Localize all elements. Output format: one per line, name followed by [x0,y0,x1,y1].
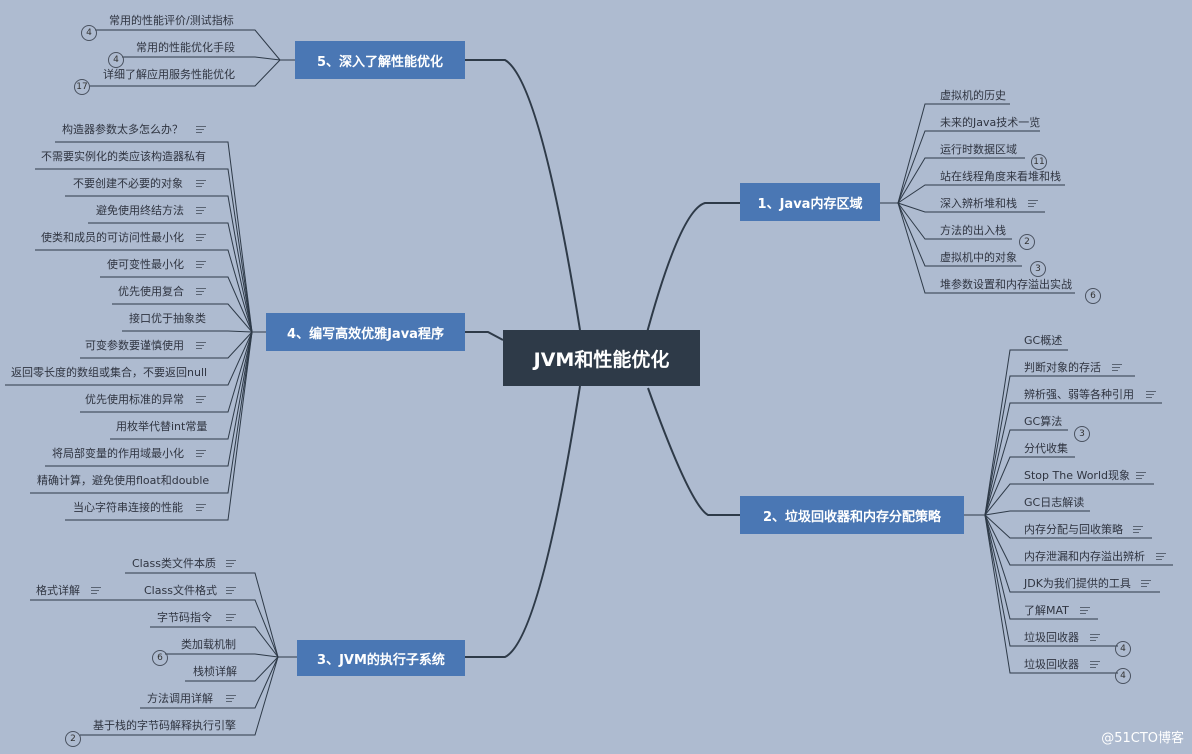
b2-item[interactable]: GC日志解读 [1024,496,1085,509]
b3-item[interactable]: Class类文件本质 [132,557,216,570]
b3-subitem[interactable]: 格式详解 [36,584,80,597]
b4-item[interactable]: 不需要实例化的类应该构造器私有 [41,150,206,163]
b4-item[interactable]: 精确计算，避免使用float和double [37,474,210,487]
b2-item[interactable]: 垃圾回收器 [1024,658,1079,671]
watermark: @51CTO博客 [1101,731,1184,746]
b4-item[interactable]: 返回零长度的数组或集合，不要返回null [11,366,208,379]
note-icon[interactable] [1133,526,1143,534]
note-icon[interactable] [1112,364,1122,372]
b4-item[interactable]: 避免使用终结方法 [96,204,184,217]
note-icon[interactable] [1156,553,1166,561]
b5-item[interactable]: 常用的性能优化手段 [136,41,235,54]
count-badge[interactable]: 3 [1030,261,1046,277]
note-icon[interactable] [196,504,206,512]
central-topic[interactable]: JVM和性能优化 [503,330,700,386]
b2-item[interactable]: 分代收集 [1024,442,1068,455]
note-icon[interactable] [196,396,206,404]
b2-item[interactable]: JDK为我们提供的工具 [1024,577,1131,590]
b3-item[interactable]: 类加载机制 [181,638,236,651]
note-icon[interactable] [91,587,101,595]
b4-item[interactable]: 当心字符串连接的性能 [73,501,183,514]
note-icon[interactable] [1080,607,1090,615]
note-icon[interactable] [196,261,206,269]
note-icon[interactable] [226,614,236,622]
b3-item[interactable]: 基于栈的字节码解释执行引擎 [93,719,236,732]
b1-item[interactable]: 虚拟机的历史 [940,89,1006,102]
branch-3-topic[interactable]: 3、JVM的执行子系统 [297,640,465,676]
b2-item[interactable]: GC概述 [1024,334,1063,347]
count-badge[interactable]: 4 [81,25,97,41]
b3-item[interactable]: 方法调用详解 [147,692,213,705]
b4-item[interactable]: 使类和成员的可访问性最小化 [41,231,184,244]
b1-item[interactable]: 堆参数设置和内存溢出实战 [940,278,1072,291]
count-badge[interactable]: 17 [74,79,90,95]
count-badge[interactable]: 2 [65,731,81,747]
b1-item[interactable]: 未来的Java技术一览 [940,116,1041,129]
note-icon[interactable] [196,207,206,215]
b1-item[interactable]: 虚拟机中的对象 [940,251,1017,264]
b4-item[interactable]: 将局部变量的作用域最小化 [52,447,184,460]
b4-item[interactable]: 构造器参数太多怎么办？ [62,123,183,136]
b2-item[interactable]: 内存泄漏和内存溢出辨析 [1024,550,1145,563]
branch-5-topic[interactable]: 5、深入了解性能优化 [295,41,465,79]
count-badge[interactable]: 2 [1019,234,1035,250]
branch-4-topic[interactable]: 4、编写高效优雅Java程序 [266,313,465,351]
b4-item[interactable]: 用枚举代替int常量 [116,420,208,433]
note-icon[interactable] [1090,661,1100,669]
branch-2-topic[interactable]: 2、垃圾回收器和内存分配策略 [740,496,964,534]
note-icon[interactable] [1136,472,1146,480]
note-icon[interactable] [1028,200,1038,208]
note-icon[interactable] [1146,391,1156,399]
note-icon[interactable] [196,288,206,296]
note-icon[interactable] [196,234,206,242]
b2-item[interactable]: 判断对象的存活 [1024,361,1101,374]
count-badge[interactable]: 6 [152,650,168,666]
b2-item[interactable]: 垃圾回收器 [1024,631,1079,644]
b2-item[interactable]: GC算法 [1024,415,1063,428]
b1-item[interactable]: 方法的出入栈 [940,224,1006,237]
note-icon[interactable] [196,342,206,350]
b3-item[interactable]: 字节码指令 [157,611,212,624]
note-icon[interactable] [226,587,236,595]
b4-item[interactable]: 可变参数要谨慎使用 [85,339,184,352]
count-badge[interactable]: 6 [1085,288,1101,304]
note-icon[interactable] [1141,580,1151,588]
b5-item[interactable]: 常用的性能评价/测试指标 [109,14,234,27]
b1-item[interactable]: 运行时数据区域 [940,143,1017,156]
b4-item[interactable]: 优先使用标准的异常 [85,393,184,406]
b2-item[interactable]: 了解MAT [1024,604,1069,617]
b2-item[interactable]: 辨析强、弱等各种引用 [1024,388,1134,401]
count-badge[interactable]: 3 [1074,426,1090,442]
b2-item[interactable]: Stop The World现象 [1024,469,1130,482]
b3-item[interactable]: 栈桢详解 [193,665,237,678]
b5-item[interactable]: 详细了解应用服务性能优化 [103,68,235,81]
b2-item[interactable]: 内存分配与回收策略 [1024,523,1123,536]
b4-item[interactable]: 接口优于抽象类 [129,312,206,325]
count-badge[interactable]: 4 [108,52,124,68]
note-icon[interactable] [196,180,206,188]
note-icon[interactable] [226,695,236,703]
b1-item[interactable]: 深入辨析堆和栈 [940,197,1017,210]
count-badge[interactable]: 4 [1115,641,1131,657]
b3-item[interactable]: Class文件格式 [144,584,217,597]
count-badge[interactable]: 11 [1031,154,1047,170]
note-icon[interactable] [196,126,206,134]
branch-1-topic[interactable]: 1、Java内存区域 [740,183,880,221]
count-badge[interactable]: 4 [1115,668,1131,684]
note-icon[interactable] [226,560,236,568]
note-icon[interactable] [1090,634,1100,642]
note-icon[interactable] [196,450,206,458]
b4-item[interactable]: 使可变性最小化 [107,258,184,271]
b4-item[interactable]: 优先使用复合 [118,285,184,298]
b4-item[interactable]: 不要创建不必要的对象 [73,177,183,190]
b1-item[interactable]: 站在线程角度来看堆和栈 [940,170,1061,183]
